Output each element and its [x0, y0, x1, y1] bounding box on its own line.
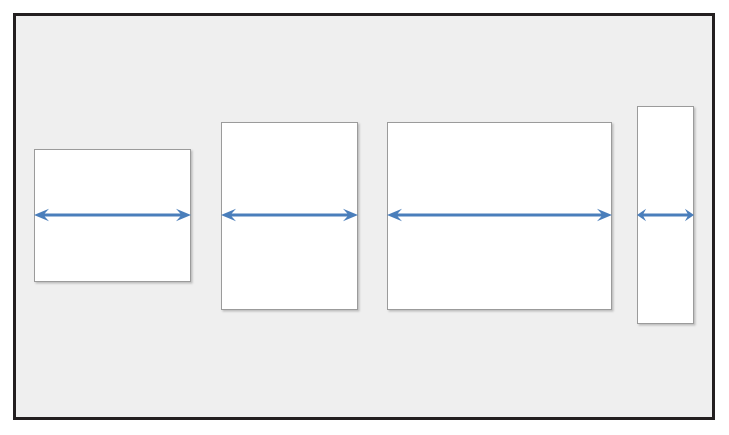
arrow-shaft [42, 213, 183, 217]
arrowhead-right [684, 208, 694, 222]
width-arrow-1[interactable] [24, 202, 201, 228]
width-arrow-3[interactable] [377, 202, 622, 228]
arrowhead-left [637, 208, 647, 222]
arrowhead-left [221, 208, 236, 222]
arrowhead-left [34, 208, 49, 222]
arrow-graphic [34, 208, 191, 222]
arrow-graphic [637, 208, 694, 222]
arrowhead-right [343, 208, 358, 222]
arrow-shaft [642, 213, 689, 217]
arrowhead-right [176, 208, 191, 222]
width-arrow-2[interactable] [211, 202, 368, 228]
arrow-graphic [221, 208, 358, 222]
arrow-shaft [395, 213, 604, 217]
arrow-shaft [229, 213, 350, 217]
width-arrow-4[interactable] [627, 202, 704, 228]
arrowhead-left [387, 208, 402, 222]
arrowhead-right [597, 208, 612, 222]
arrow-graphic [387, 208, 612, 222]
